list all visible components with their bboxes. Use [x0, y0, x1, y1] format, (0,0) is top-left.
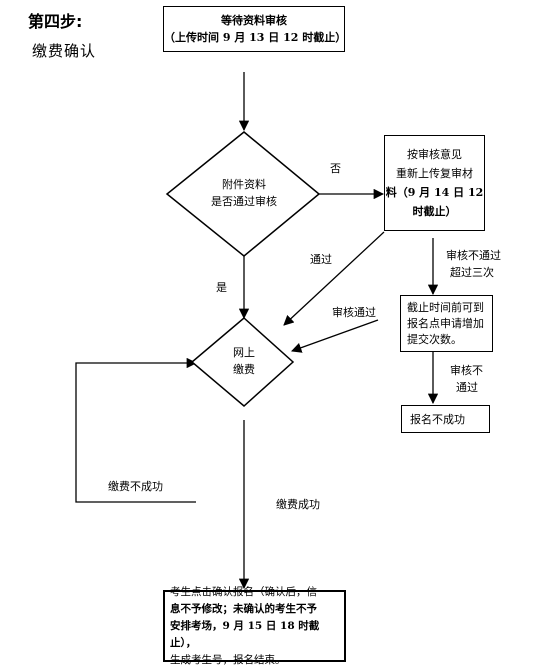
reupload-line2: 重新上传复审材	[396, 167, 473, 180]
final-line3: 安排考场，9 月 15 日 18 时截止），	[170, 619, 320, 649]
arrow-apply-to-pay	[291, 319, 379, 353]
final-line2: 息不予修改；未确认的考生不予	[170, 602, 317, 615]
apply-line1: 截止时间前可到	[407, 300, 484, 314]
step-subtitle: 缴费确认	[32, 42, 97, 60]
apply-more-box: 截止时间前可到 报名点申请增加 提交次数。	[400, 295, 493, 352]
edge-label-yes: 是	[216, 281, 227, 294]
arrow-reupload-to-pay	[283, 231, 385, 326]
apply-line2: 报名点申请增加	[407, 316, 484, 330]
final-line4: 生成考生号，报名结束。	[170, 653, 286, 666]
edge-label-fail-three-2: 超过三次	[450, 266, 494, 279]
edge-label-pass: 通过	[310, 253, 332, 266]
start-line1: 等待资料审核	[221, 14, 287, 27]
final-line1: 考生点击确认报名（确认后，信	[170, 585, 317, 598]
edge-label-review-pass: 审核通过	[332, 306, 376, 319]
review-decision-label: 附件资料 是否通过审核	[195, 176, 293, 210]
final-box: 考生点击确认报名（确认后，信 息不予修改；未确认的考生不予 安排考场，9 月 1…	[163, 586, 346, 666]
apply-line3: 提交次数。	[407, 332, 462, 346]
fail-box: 报名不成功	[401, 405, 490, 433]
review-line2: 是否通过审核	[211, 195, 277, 208]
edge-label-fail-three-1: 审核不通过	[446, 249, 501, 262]
pay-line1: 网上	[233, 346, 255, 359]
decision-pay-shape	[190, 317, 295, 407]
review-line1: 附件资料	[222, 178, 266, 191]
edge-label-fail-again-2: 通过	[456, 381, 478, 394]
reupload-box: 按审核意见 重新上传复审材 料（9 月 14 日 12 时截止）	[384, 135, 485, 231]
reupload-line3: 料（9 月 14 日 12	[385, 186, 484, 199]
fail-label: 报名不成功	[410, 413, 465, 426]
edge-label-fail-again-1: 审核不	[450, 364, 483, 377]
step-title: 第四步:	[28, 12, 83, 31]
decision-review-shape	[165, 131, 321, 257]
reupload-line4: 时截止）	[412, 205, 457, 218]
edge-label-no: 否	[330, 162, 341, 175]
edge-label-pay-success: 缴费成功	[276, 498, 320, 511]
start-box: 等待资料审核 （上传时间 9 月 13 日 12 时截止）	[163, 6, 347, 52]
arrow-payfail-loop	[75, 357, 198, 503]
pay-line2: 缴费	[233, 363, 255, 376]
pay-decision-label: 网上 缴费	[220, 344, 268, 378]
start-line2: （上传时间 9 月 13 日 12 时截止）	[164, 31, 347, 44]
edge-label-pay-fail: 缴费不成功	[108, 480, 163, 493]
reupload-line1: 按审核意见	[407, 148, 462, 161]
